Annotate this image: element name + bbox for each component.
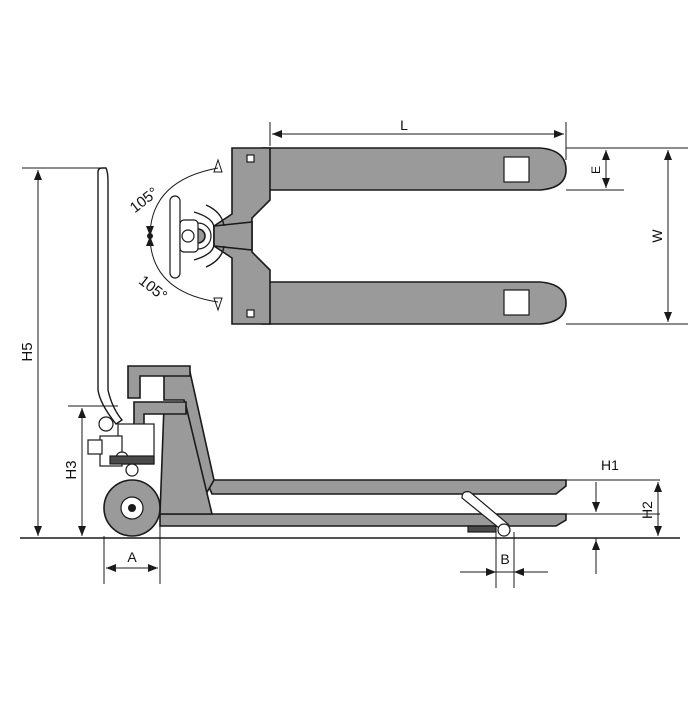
dimension-label-H3: H3: [63, 460, 80, 479]
top-view: 105° 105° L E W: [127, 117, 688, 325]
top-fork-upper: [261, 147, 567, 191]
load-roller: [497, 523, 511, 537]
rotation-arc-bottom: [149, 237, 219, 303]
dimension-label-H2: H2: [639, 501, 655, 519]
rotation-arc-top: [149, 167, 219, 235]
frame-bolt-lower: [246, 309, 255, 318]
dimension-label-H1: H1: [601, 457, 619, 473]
angle-label-top: 105°: [127, 184, 162, 217]
fork-roller-square-upper: [503, 156, 530, 183]
top-fork-lower: [261, 281, 567, 325]
fork-roller-square-lower: [503, 289, 530, 316]
dimension-label-L: L: [400, 117, 408, 133]
side-view: H5 H3 H1 H2 A B: [19, 167, 680, 588]
dimension-label-W: W: [649, 229, 665, 243]
angle-label-bottom: 105°: [135, 272, 170, 305]
dimension-label-A: A: [127, 549, 137, 565]
side-top-cap: [127, 365, 191, 399]
side-fork-lower: [159, 513, 567, 527]
frame-bolt-upper: [246, 154, 255, 163]
tiller-handle: [97, 167, 124, 425]
dimension-label-H5: H5: [19, 342, 36, 361]
side-fork-upper: [204, 479, 567, 495]
dimension-label-B: B: [500, 551, 509, 567]
handle-grip-top-view: [169, 195, 181, 279]
top-pump-nose: [213, 221, 253, 251]
dimension-label-E: E: [589, 166, 603, 174]
